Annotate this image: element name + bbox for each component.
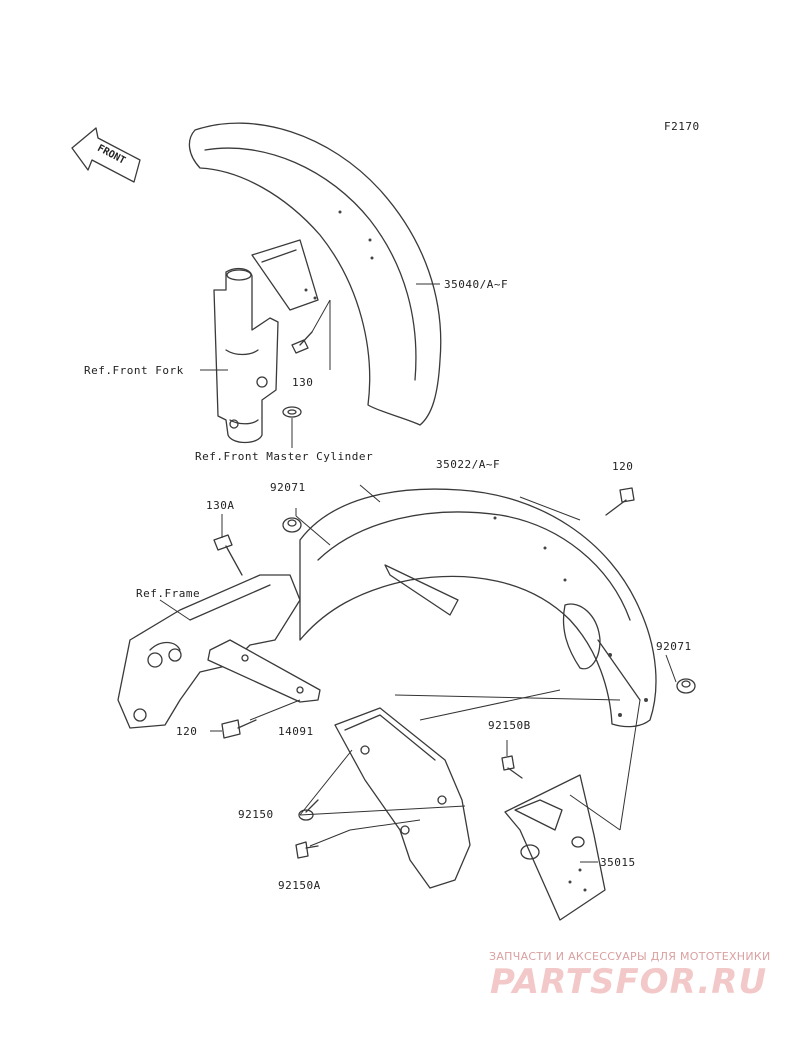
part-92150-label: 92150 [238,808,274,821]
bolt-120-top [605,487,635,516]
bolt-130a [213,534,243,576]
ref-front-fork-label: Ref.Front Fork [84,364,184,377]
part-92071-right-label: 92071 [656,640,692,653]
part-14091-label: 14091 [278,725,314,738]
bolt-92150b [501,755,523,779]
watermark-logo: PARTSFOR.RU [490,962,768,1002]
upper-leader-lines [200,283,440,448]
part-35022-label: 35022/A~F [436,458,501,471]
bolt-130 [291,331,313,354]
part-92071-top-label: 92071 [270,481,306,494]
part-130-label: 130 [292,376,314,389]
collar-92071-top [282,517,302,533]
fender-bracket-14091 [207,639,321,703]
figure-code-label: F2170 [664,120,700,133]
part-35040-label: 35040/A~F [444,278,509,291]
bolt-92150a [295,841,319,859]
part-130a-label: 130A [206,499,235,512]
rear-fender [299,488,657,728]
license-plate-bracket-35015 [504,774,606,921]
part-120-top-label: 120 [612,460,634,473]
watermark-tagline: ЗАПЧАСТИ И АКСЕССУАРЫ ДЛЯ МОТОТЕХНИКИ [489,950,771,963]
master-cylinder-clamp [282,406,302,418]
part-120-bottom-label: 120 [176,725,198,738]
ref-front-master-cylinder-label: Ref.Front Master Cylinder [195,450,374,463]
part-35015-label: 35015 [600,856,636,869]
bolt-120-bottom [221,719,257,739]
front-direction-arrow: FRONT [71,127,141,183]
front-fork-leg [213,267,279,444]
lower-leader-lines [159,484,677,863]
inner-mud-guard [334,707,471,889]
ref-frame-label: Ref.Frame [136,587,201,600]
part-92150a-label: 92150A [278,879,321,892]
front-fender-upper [188,122,442,426]
collar-92071-right [676,678,696,694]
part-92150b-label: 92150B [488,719,531,732]
bolt-92150 [298,799,319,821]
